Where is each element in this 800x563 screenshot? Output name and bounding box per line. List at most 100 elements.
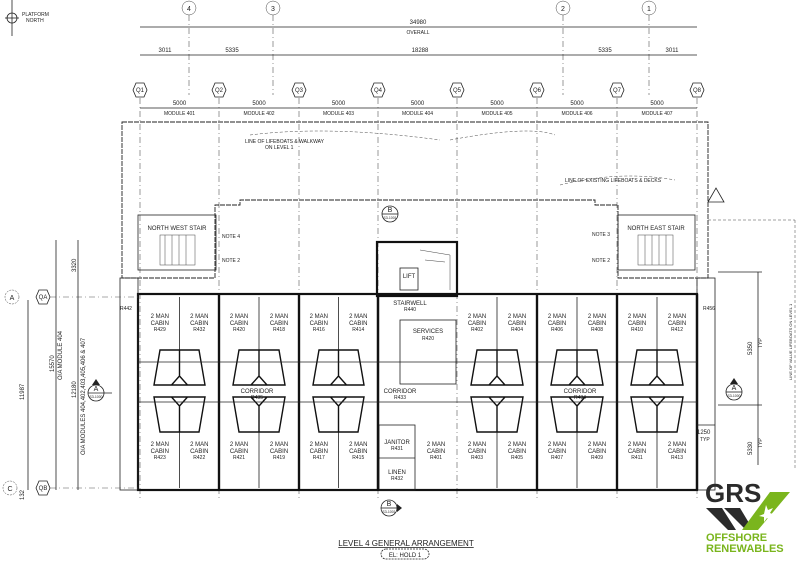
cabin-number: R422 <box>193 455 205 461</box>
corridor-number: R435 <box>251 395 263 401</box>
cabin-label-line2: CABIN <box>427 449 445 455</box>
cabin-label-line1: 2 MAN <box>668 314 686 320</box>
sub-dim: 18288 <box>412 48 429 54</box>
module-name: MODULE 407 <box>641 111 672 117</box>
section-marker-a-left: A S3-1000 <box>87 379 112 402</box>
section-letter: B <box>387 501 392 508</box>
grid-circle-3: 3 <box>271 6 275 13</box>
cabin-label-line1: 2 MAN <box>310 442 328 448</box>
section-ref: S3-1000 <box>89 395 102 399</box>
bunk-unit <box>232 396 286 433</box>
overall-dim-value: 34980 <box>410 20 427 26</box>
room-number: R456 <box>703 306 715 312</box>
grid-circle-2: 2 <box>561 6 565 13</box>
cabin-label-line1: 2 MAN <box>151 314 169 320</box>
lifeboat-note: LINE OF LIFEBOATS & WALKWAY <box>245 139 325 145</box>
grid-bubble <box>370 82 386 98</box>
oa-modules-label: O/A MODULES 404,402,403,405,406 & 407 <box>81 337 87 455</box>
platform-north-symbol: PLATFORM NORTH <box>5 0 49 36</box>
corridor-label: CORRIDOR <box>241 389 274 395</box>
ne-stair-label: NORTH EAST STAIR <box>627 226 685 232</box>
cabin-label-line2: CABIN <box>349 321 367 327</box>
dim-15570: 15570 <box>50 355 56 372</box>
dim-typ: TYP <box>758 338 764 348</box>
north-label-1: PLATFORM <box>22 12 49 18</box>
room-number: R442 <box>120 306 132 312</box>
module-dim: 5000 <box>252 101 266 107</box>
cabin-label-line1: 2 MAN <box>468 314 486 320</box>
lifeboat-note: LINE OF EXISTING LIFEBOATS & DECKS <box>565 178 662 184</box>
bunk-unit <box>550 349 604 386</box>
grid-label: Q1 <box>136 88 145 94</box>
dim-132: 132 <box>20 489 26 500</box>
module-dim: 5000 <box>650 101 664 107</box>
cabin-number: R420 <box>233 327 245 333</box>
cabin-label-line2: CABIN <box>230 321 248 327</box>
bunk-unit <box>630 349 684 386</box>
cabin-label-line2: CABIN <box>190 321 208 327</box>
dim-11987: 11987 <box>20 383 26 400</box>
cabin-number: R432 <box>193 327 205 333</box>
stairwell-label: STAIRWELL <box>393 301 427 307</box>
cabin-number: R423 <box>154 455 166 461</box>
janitor-label: JANITOR <box>384 440 410 446</box>
cabin-label-line1: 2 MAN <box>310 314 328 320</box>
bunk-unit <box>630 396 684 433</box>
drawing-subtitle: EL: HOLD 1 <box>389 553 422 559</box>
cabin-label-line1: 2 MAN <box>588 314 606 320</box>
cabin-label-line1: 2 MAN <box>508 442 526 448</box>
module-dim: 5000 <box>411 101 425 107</box>
cabin-number: R406 <box>551 327 563 333</box>
oa-module-label: O/A MODULE 404 <box>58 330 64 380</box>
bunk-unit <box>153 349 206 386</box>
cabin-label-line2: CABIN <box>190 449 208 455</box>
cabin-number: R405 <box>511 455 523 461</box>
cabin-number: R417 <box>313 455 325 461</box>
grid-circle-1: 1 <box>647 6 651 13</box>
dim-typ: TYP <box>758 438 764 448</box>
grid-circle-a: A <box>10 295 15 302</box>
sub-dim: 3011 <box>159 48 173 54</box>
cabin-label-line1: 2 MAN <box>151 442 169 448</box>
stairwell-number: R440 <box>404 307 416 313</box>
section-marker-b-bottom: B S3-1001 <box>380 499 402 517</box>
cabin-label-line1: 2 MAN <box>548 442 566 448</box>
cabin-label-line2: CABIN <box>548 321 566 327</box>
grid-label: Q4 <box>374 88 383 94</box>
accommodation-block: R442 R456 SERVICES R420 CORRIDOR R435 CO… <box>119 277 716 492</box>
corridor-number: R433 <box>394 395 406 401</box>
section-letter: B <box>388 207 393 214</box>
bunk-unit <box>550 396 604 433</box>
north-west-stair: NORTH WEST STAIR NOTE 4 NOTE 2 <box>137 214 240 271</box>
grid-label: Q7 <box>613 88 622 94</box>
overall-dim-label: OVERALL <box>406 30 429 36</box>
lifeboat-note: LINE OF VALUE LIFEBOATS ON LEVEL 1 <box>788 303 793 380</box>
grid-bubble <box>211 82 227 98</box>
cabin-label-line1: 2 MAN <box>628 314 646 320</box>
section-letter: A <box>94 386 99 393</box>
services-number: R420 <box>422 336 434 342</box>
cabin-label-line2: CABIN <box>349 449 367 455</box>
logo-mark: GRS <box>705 478 761 508</box>
module-dim: 5000 <box>332 101 346 107</box>
cabin-number: R403 <box>471 455 483 461</box>
cabin-label-line2: CABIN <box>508 321 526 327</box>
bunk-unit <box>232 349 286 386</box>
cabin-label-line2: CABIN <box>588 449 606 455</box>
bunk-unit <box>470 396 524 433</box>
lift-stairwell: LIFT STAIRWELL R440 <box>375 240 459 313</box>
cabin-number: R421 <box>233 455 245 461</box>
dim-typ: TYP <box>700 437 710 443</box>
section-marker-b-top: B S3-1001 <box>381 205 399 223</box>
cabin-label-line1: 2 MAN <box>548 314 566 320</box>
